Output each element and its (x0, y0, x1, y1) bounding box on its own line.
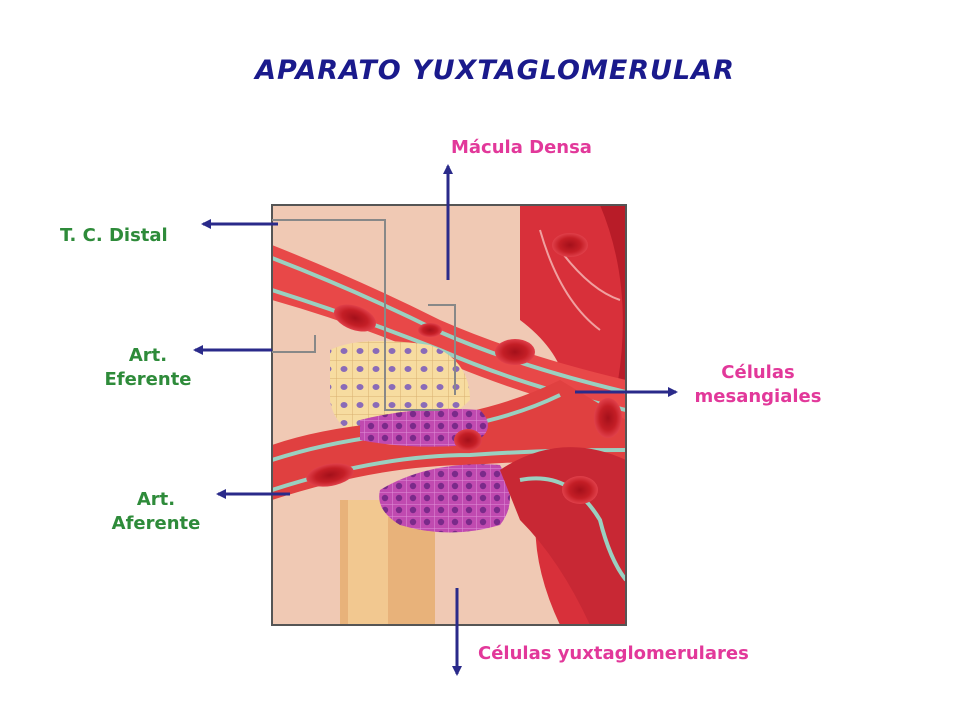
macula-densa-label: Mácula Densa (451, 137, 592, 158)
art-eferente-label-line2: Eferente (104, 369, 192, 390)
celulas-mesangiales-label: Células mesangiales (688, 361, 828, 409)
art-eferente-label-line1: Art. (128, 345, 168, 366)
tc-distal-label: T. C. Distal (60, 225, 168, 246)
leader-lines (272, 219, 456, 411)
diagram-title: APARATO YUXTAGLOMERULAR (255, 55, 735, 86)
illustration-panel (272, 205, 626, 625)
art-aferente-label-line2: Aferente (111, 513, 201, 534)
celulas-mesangiales-label-line2: mesangiales (694, 386, 822, 407)
art-eferente-label: Art. Eferente (96, 344, 200, 392)
celulas-yuxtaglomerulares-label: Células yuxtaglomerulares (478, 643, 749, 664)
celulas-mesangiales-label-line1: Células (721, 362, 795, 383)
art-aferente-label: Art. Aferente (104, 488, 208, 536)
art-aferente-label-line1: Art. (136, 489, 176, 510)
